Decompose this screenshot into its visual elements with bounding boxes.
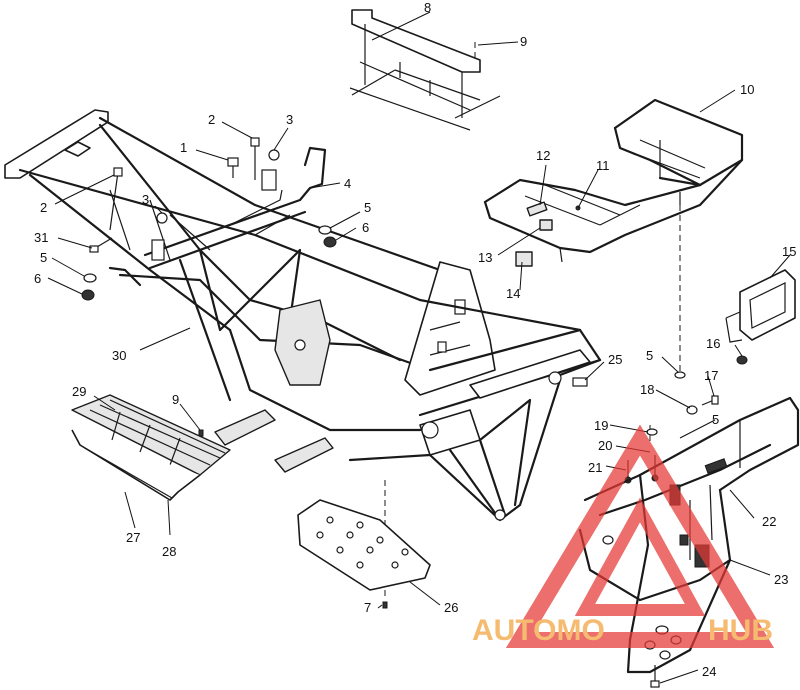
callout-30: 30 <box>112 348 126 363</box>
watermark-logo: AUTOMO HUB <box>472 424 775 648</box>
rear-rack-drawing <box>483 98 744 263</box>
callout-labels: 1 2 2 3 3 4 5 5 5 5 6 6 7 8 9 9 10 11 12… <box>34 0 796 679</box>
callout-23: 23 <box>774 572 788 587</box>
callout-18: 18 <box>640 382 654 397</box>
callout-11: 11 <box>596 158 610 173</box>
callout-28: 28 <box>162 544 176 559</box>
callout-24: 24 <box>702 664 716 679</box>
callout-14: 14 <box>506 286 520 301</box>
callout-5: 5 <box>40 250 47 265</box>
callout-31: 31 <box>34 230 48 245</box>
callout-15: 15 <box>782 244 796 259</box>
callout-2: 2 <box>40 200 47 215</box>
footrest-drawing <box>71 394 231 501</box>
callout-26: 26 <box>444 600 458 615</box>
callout-17: 17 <box>704 368 718 383</box>
rack-detail-drawing <box>515 201 581 267</box>
callout-9: 9 <box>172 392 179 407</box>
callout-9: 9 <box>520 34 527 49</box>
watermark-text-left: AUTOMO <box>472 614 605 647</box>
callout-22: 22 <box>762 514 776 529</box>
callout-25: 25 <box>608 352 622 367</box>
callout-7: 7 <box>364 600 371 615</box>
callout-3: 3 <box>142 192 149 207</box>
callout-1: 1 <box>180 140 187 155</box>
callout-4: 4 <box>344 176 351 191</box>
watermark-triangle-inner <box>574 497 706 616</box>
callout-5: 5 <box>364 200 371 215</box>
callout-21: 21 <box>588 460 602 475</box>
skid-plate-drawing <box>297 499 431 591</box>
watermark-text-right: HUB <box>708 614 773 647</box>
watermark-triangle-outer <box>505 424 775 648</box>
callout-19: 19 <box>594 418 608 433</box>
callout-10: 10 <box>740 82 754 97</box>
callout-6: 6 <box>34 271 41 286</box>
front-crossbar-drawing <box>108 146 327 287</box>
callout-2: 2 <box>208 112 215 127</box>
callout-29: 29 <box>72 384 86 399</box>
upper-cross-plate-drawing <box>349 9 501 131</box>
callout-6: 6 <box>362 220 369 235</box>
callout-16: 16 <box>706 336 720 351</box>
callout-5: 5 <box>646 348 653 363</box>
main-frame-drawing <box>4 109 602 522</box>
callout-8: 8 <box>424 0 431 15</box>
callout-13: 13 <box>478 250 492 265</box>
callout-3: 3 <box>286 112 293 127</box>
callout-20: 20 <box>598 438 612 453</box>
callout-27: 27 <box>126 530 140 545</box>
callout-12: 12 <box>536 148 550 163</box>
tail-light-drawing <box>725 269 796 343</box>
callout-5: 5 <box>712 412 719 427</box>
